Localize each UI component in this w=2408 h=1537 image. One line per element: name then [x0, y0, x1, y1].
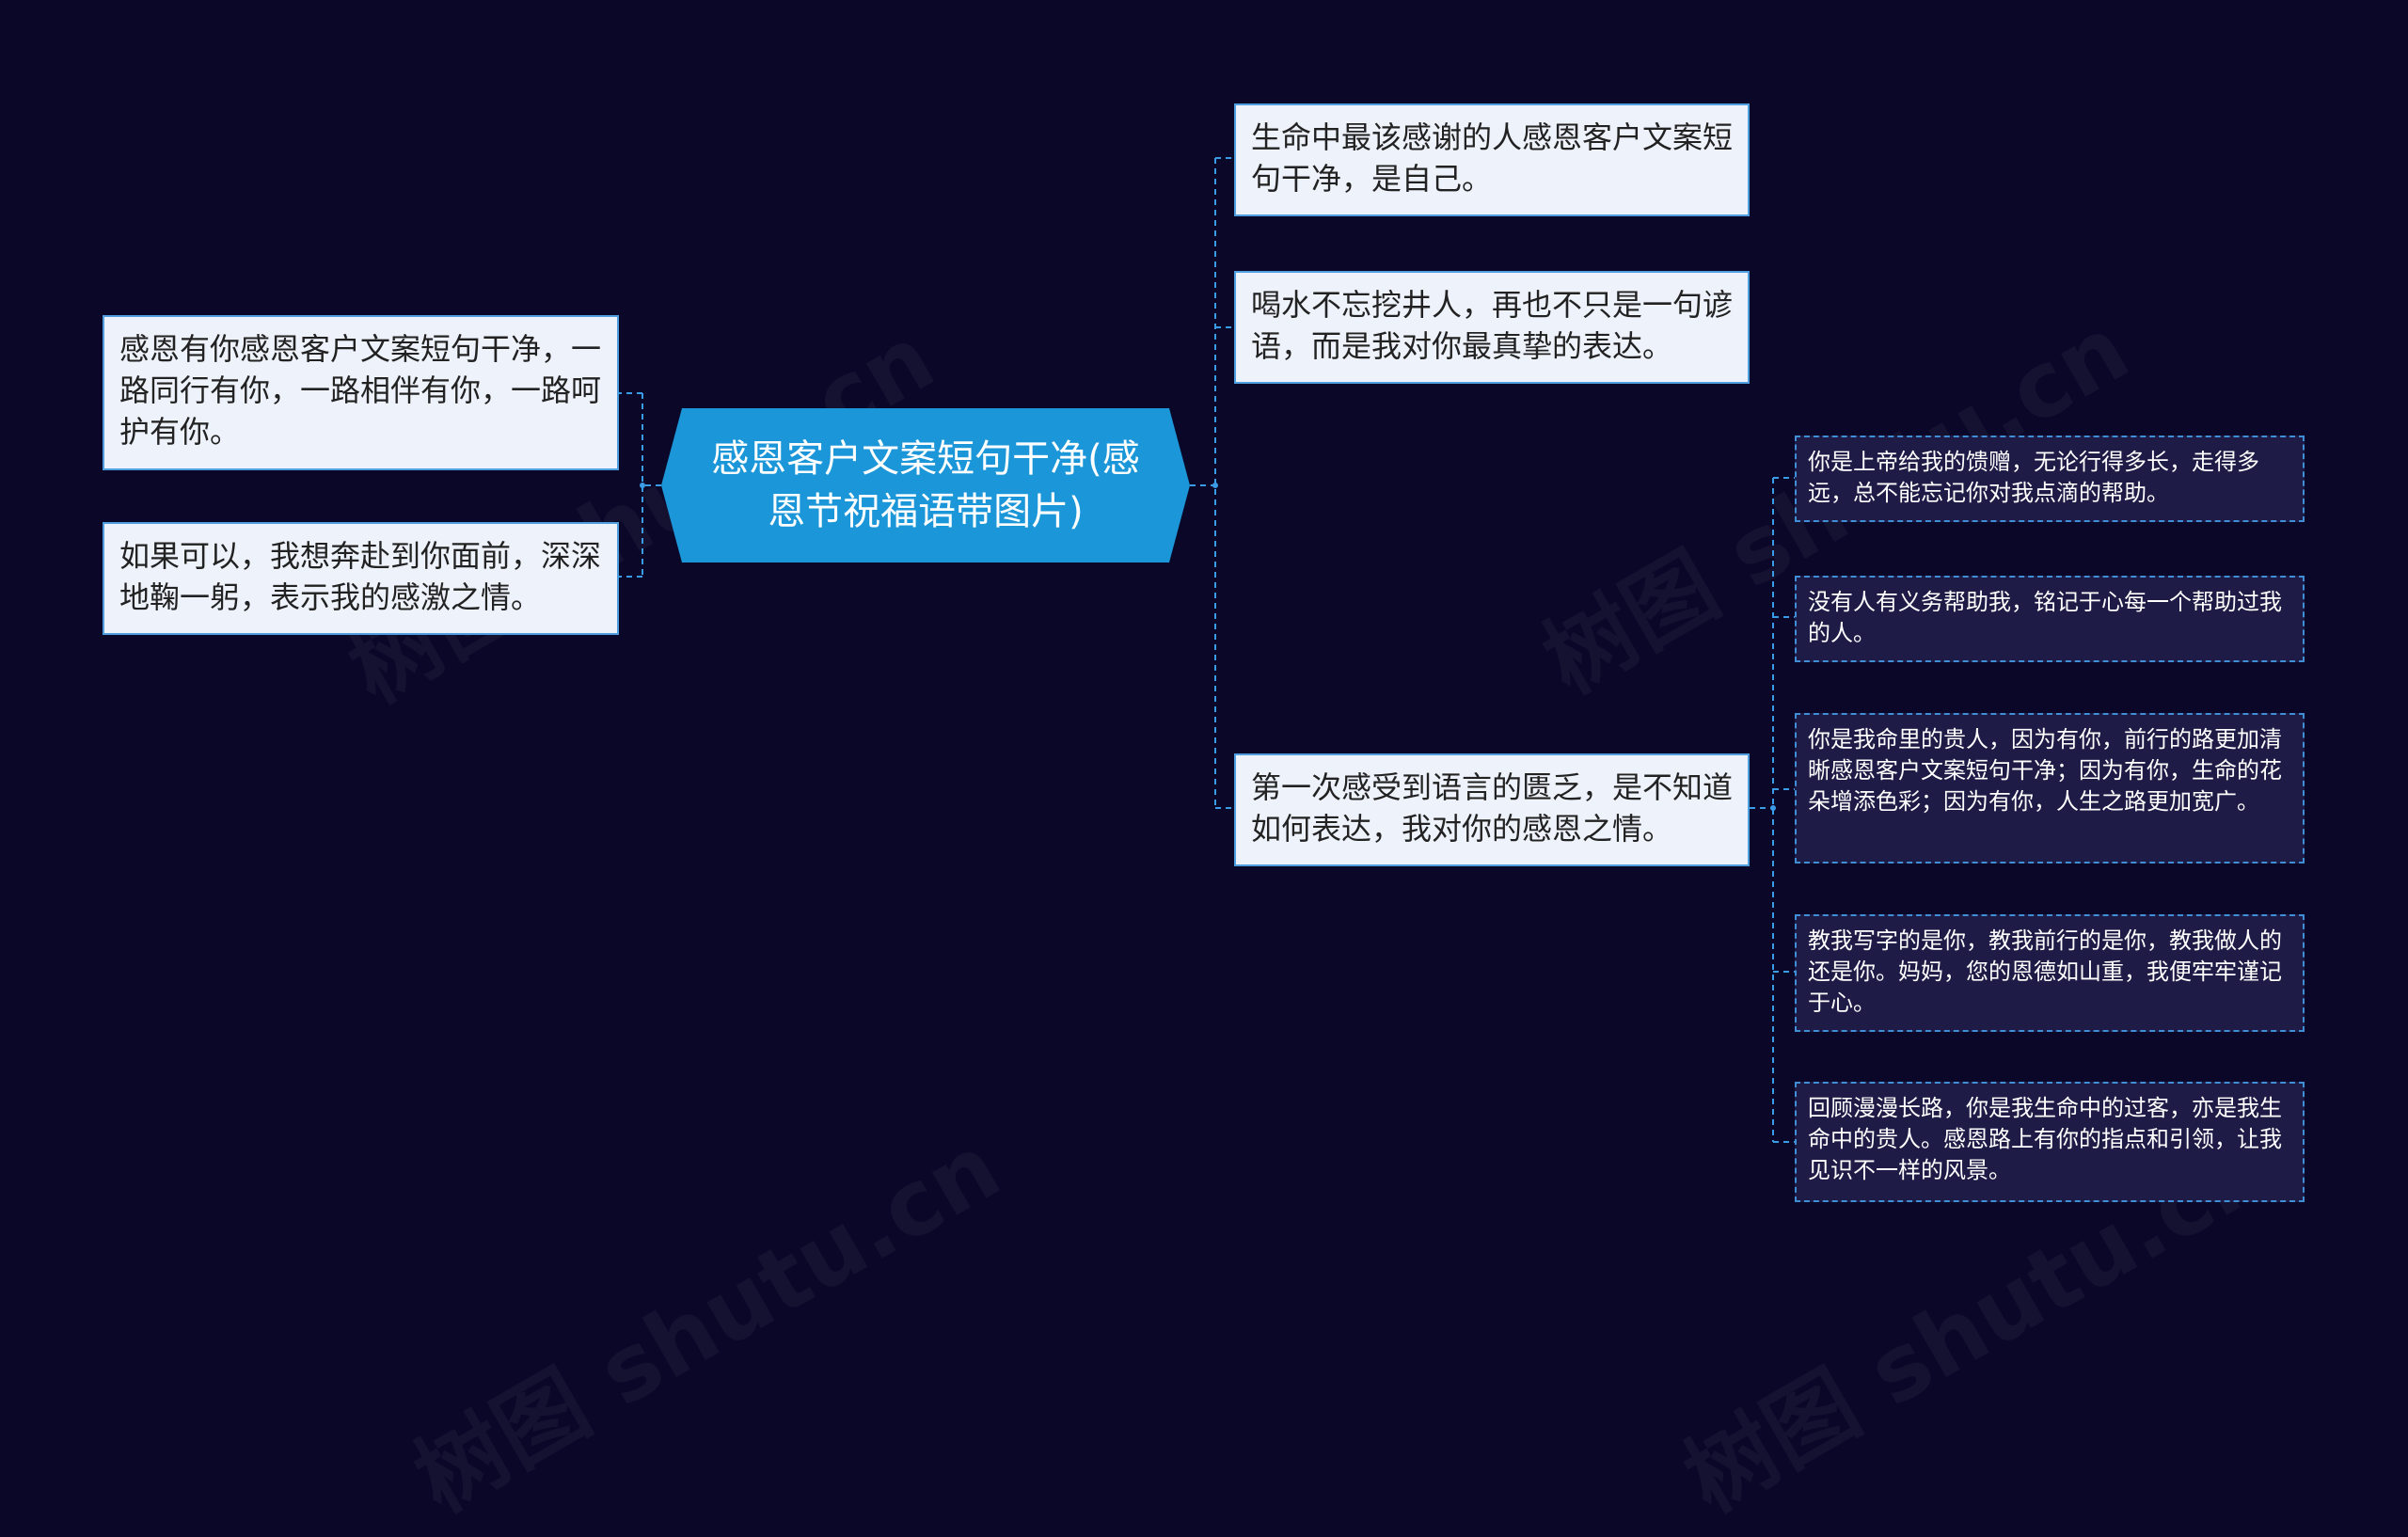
- left-topic-2[interactable]: 如果可以，我想奔赴到你面前，深深地鞠一躬，表示我的感激之情。: [103, 522, 619, 635]
- connector-lines: [619, 157, 1795, 1143]
- connector-right-trunk: [1190, 157, 1234, 809]
- leaf-topic-5[interactable]: 回顾漫漫长路，你是我生命中的过客，亦是我生命中的贵人。感恩路上有你的指点和引领，…: [1795, 1082, 2305, 1202]
- connector-dot: [640, 483, 645, 488]
- right-topic-2[interactable]: 喝水不忘挖井人，再也不只是一句谚语，而是我对你最真挚的表达。: [1234, 271, 1750, 384]
- leaf-topic-2[interactable]: 没有人有义务帮助我，铭记于心每一个帮助过我的人。: [1795, 576, 2305, 662]
- right-topic-1[interactable]: 生命中最该感谢的人感恩客户文案短句干净，是自己。: [1234, 103, 1750, 216]
- leaf-topic-3[interactable]: 你是我命里的贵人，因为有你，前行的路更加清晰感恩客户文案短句干净；因为有你，生命…: [1795, 713, 2305, 864]
- leaf-topic-1[interactable]: 你是上帝给我的馈赠，无论行得多长，走得多远，总不能忘记你对我点滴的帮助。: [1795, 436, 2305, 522]
- connector-dot: [1770, 805, 1776, 811]
- right-topic-3[interactable]: 第一次感受到语言的匮乏，是不知道如何表达，我对你的感恩之情。: [1234, 753, 1750, 866]
- left-topic-1[interactable]: 感恩有你感恩客户文案短句干净，一路同行有你，一路相伴有你，一路呵护有你。: [103, 315, 619, 470]
- connector-dot: [1212, 483, 1218, 488]
- root-topic[interactable]: 感恩客户文案短句干净(感恩节祝福语带图片): [661, 408, 1190, 563]
- leaf-topic-4[interactable]: 教我写字的是你，教我前行的是你，教我做人的还是你。妈妈，您的恩德如山重，我便牢牢…: [1795, 914, 2305, 1032]
